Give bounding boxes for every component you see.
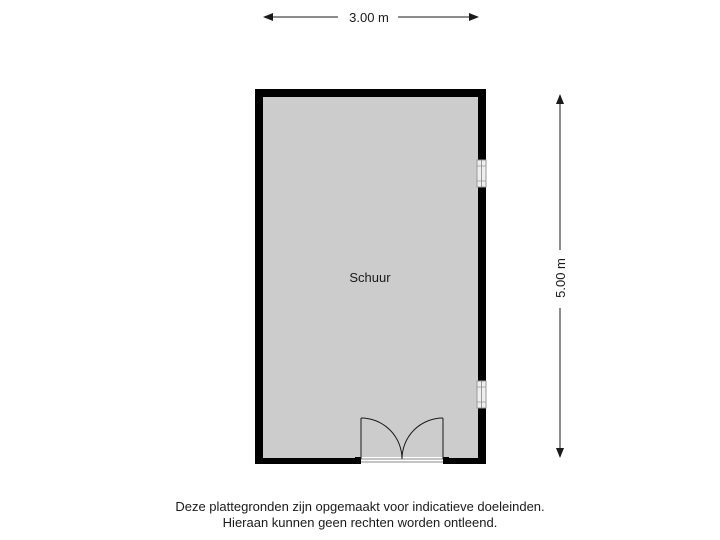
disclaimer-line-1: Deze plattegronden zijn opgemaakt voor i… bbox=[175, 499, 545, 514]
door-opening bbox=[357, 457, 449, 465]
disclaimer-line-2: Hieraan kunnen geen rechten worden ontle… bbox=[222, 515, 498, 530]
width-dimension: 3.00 m bbox=[263, 10, 479, 25]
door-swing-right bbox=[401, 417, 444, 460]
height-dimension-label: 5.00 m bbox=[553, 258, 568, 298]
window-upper-right bbox=[476, 159, 487, 188]
shed-floor bbox=[263, 97, 478, 458]
room-label: Schuur bbox=[349, 270, 391, 285]
height-dimension: 5.00 m bbox=[553, 94, 568, 458]
window-lower-right bbox=[476, 380, 487, 409]
width-dimension-label: 3.00 m bbox=[349, 10, 389, 25]
door-swing-left bbox=[360, 417, 403, 460]
double-door bbox=[355, 417, 449, 465]
